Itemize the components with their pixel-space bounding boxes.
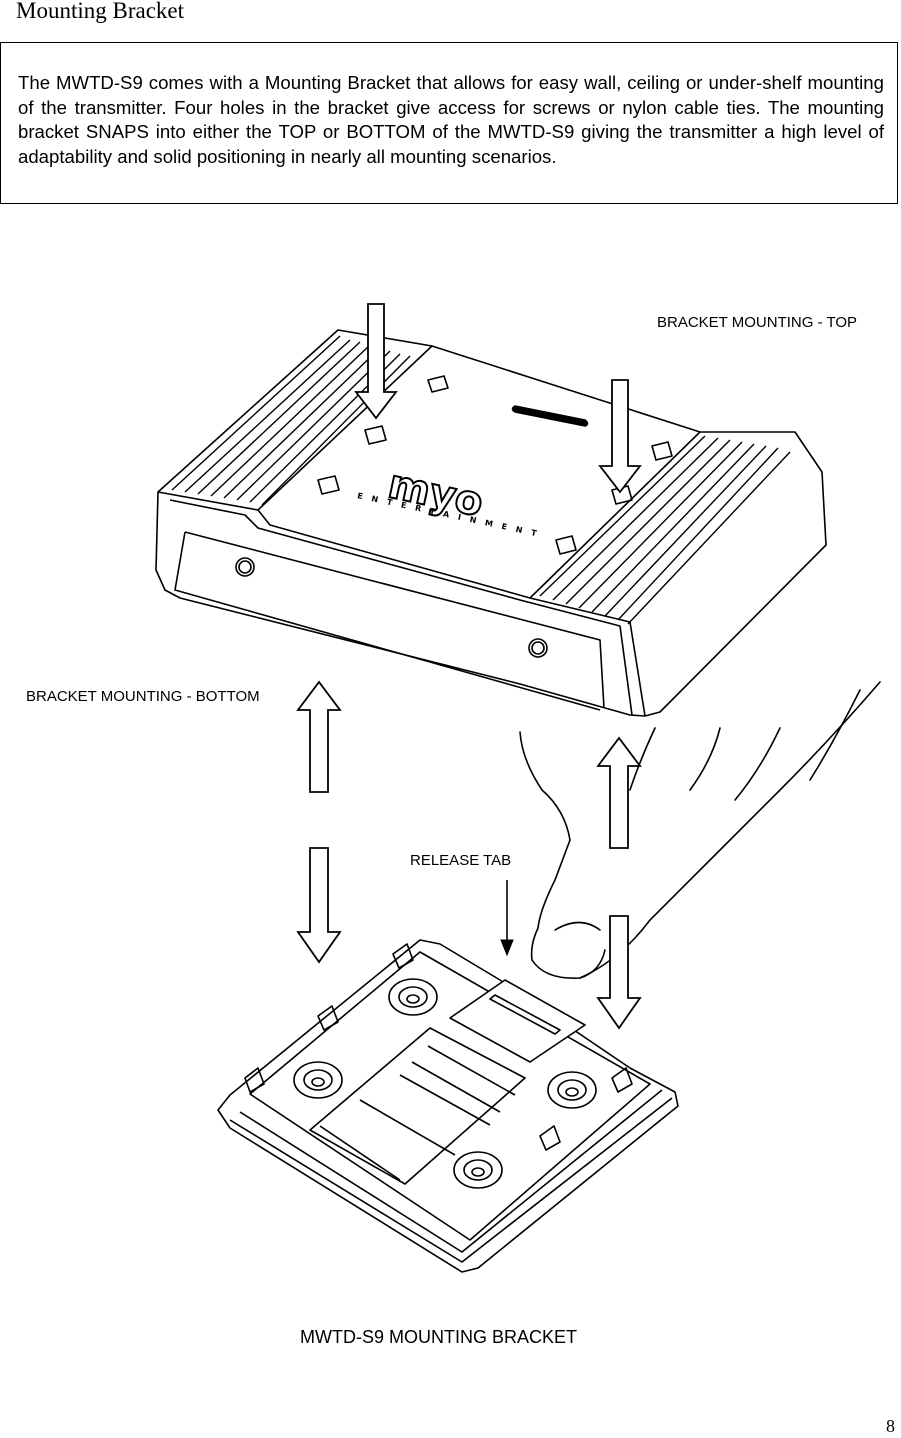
arrow-up-bottom-left xyxy=(296,680,342,793)
arrow-down-top-left xyxy=(354,303,398,420)
arrow-down-bottom-right xyxy=(596,915,642,1030)
arrow-down-top-right xyxy=(598,379,642,494)
mounting-bracket-illustration: myo ENTERTAINMENT xyxy=(155,303,881,1273)
intro-paragraph: The MWTD-S9 comes with a Mounting Bracke… xyxy=(18,72,884,167)
release-tab xyxy=(449,979,586,1063)
label-bracket-bottom: BRACKET MOUNTING - BOTTOM xyxy=(26,688,260,705)
arrow-up-bottom-right xyxy=(596,736,642,849)
arrow-down-bottom-left xyxy=(296,847,342,964)
intro-box: The MWTD-S9 comes with a Mounting Bracke… xyxy=(0,42,898,204)
transmitter-body xyxy=(155,329,827,717)
label-bracket-top: BRACKET MOUNTING - TOP xyxy=(657,314,858,331)
figure-caption: MWTD-S9 MOUNTING BRACKET xyxy=(300,1327,577,1347)
label-release-tab: RELEASE TAB xyxy=(410,852,512,869)
page-heading: Mounting Bracket xyxy=(16,0,184,23)
page-number: 8 xyxy=(886,1416,895,1436)
finger-outline xyxy=(519,731,571,929)
